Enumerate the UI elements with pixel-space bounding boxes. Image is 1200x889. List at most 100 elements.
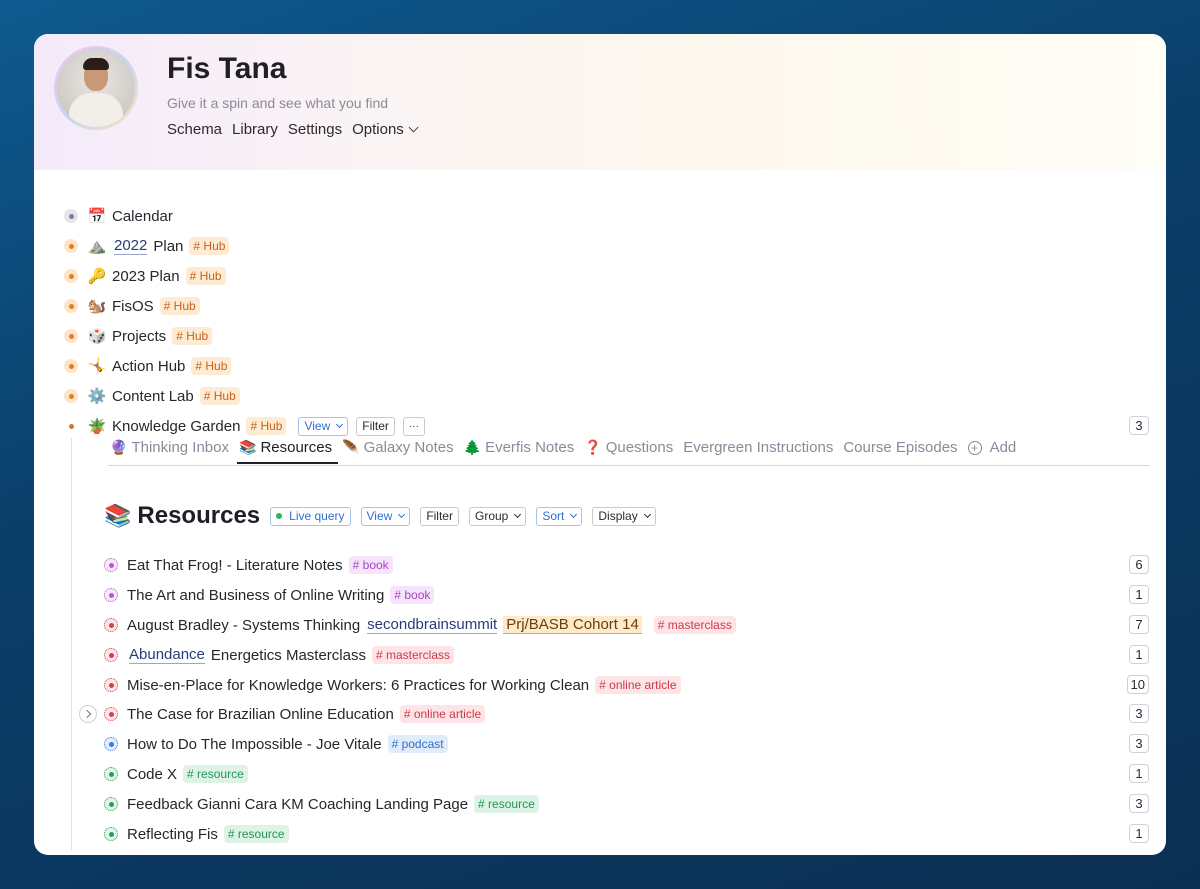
display-button[interactable]: Display xyxy=(592,506,656,526)
bullet-icon[interactable] xyxy=(64,419,78,433)
item-count[interactable]: 1 xyxy=(1129,585,1149,604)
list-item[interactable]: Feedback Gianni Cara KM Coaching Landing… xyxy=(104,792,539,816)
tag-resource[interactable]: # resource xyxy=(474,795,539,813)
item-count[interactable]: 10 xyxy=(1126,675,1149,694)
tab-course-episodes[interactable]: Course Episodes xyxy=(843,439,958,456)
item-count[interactable]: 1 xyxy=(1129,824,1149,843)
list-item[interactable]: August Bradley - Systems Thinking second… xyxy=(104,613,736,637)
item-label[interactable]: The Art and Business of Online Writing xyxy=(127,586,385,604)
bullet-icon[interactable] xyxy=(64,209,78,223)
list-item[interactable]: Code X # resource xyxy=(104,762,248,786)
tab-everfis-notes[interactable]: 🌲Everfis Notes xyxy=(463,439,575,456)
list-item[interactable]: Abundance Energetics Masterclass # maste… xyxy=(104,643,454,667)
bullet-icon[interactable] xyxy=(104,827,118,841)
node-label[interactable]: FisOS xyxy=(112,297,154,315)
tab-galaxy-notes[interactable]: 🪶Galaxy Notes xyxy=(342,439,454,456)
view-button[interactable]: View xyxy=(298,416,349,436)
live-query-button[interactable]: Live query xyxy=(270,506,351,526)
node-calendar[interactable]: 📅 Calendar xyxy=(64,204,173,228)
bullet-icon[interactable] xyxy=(104,678,118,692)
bullet-icon[interactable] xyxy=(104,767,118,781)
bullet-icon[interactable] xyxy=(104,558,118,572)
item-label[interactable]: Feedback Gianni Cara KM Coaching Landing… xyxy=(127,795,469,813)
node-label[interactable]: Projects xyxy=(112,327,167,345)
tag-hub[interactable]: # Hub xyxy=(159,297,200,315)
tag-hub[interactable]: # Hub xyxy=(246,417,287,435)
bullet-icon[interactable] xyxy=(64,269,78,283)
nav-options[interactable]: Options xyxy=(352,121,419,138)
item-label[interactable]: The Case for Brazilian Online Education xyxy=(127,705,394,723)
tag-masterclass[interactable]: # masterclass xyxy=(653,616,736,634)
item-label[interactable]: Code X xyxy=(127,765,178,783)
nav-settings[interactable]: Settings xyxy=(287,121,343,138)
bullet-icon[interactable] xyxy=(64,389,78,403)
more-options-button[interactable]: ··· xyxy=(402,416,425,436)
tab-resources[interactable]: 📚Resources xyxy=(237,439,339,464)
child-count[interactable]: 3 xyxy=(1129,416,1149,435)
node-knowledge-garden[interactable]: 🪴 Knowledge Garden # Hub View Filter ··· xyxy=(64,414,425,438)
node-content-lab[interactable]: ⚙️ Content Lab # Hub xyxy=(64,384,240,408)
bullet-icon[interactable] xyxy=(104,737,118,751)
list-item[interactable]: How to Do The Impossible - Joe Vitale # … xyxy=(104,732,448,756)
bullet-icon[interactable] xyxy=(104,588,118,602)
node-label[interactable]: Knowledge Garden xyxy=(112,417,241,435)
list-item[interactable]: Mise-en-Place for Knowledge Workers: 6 P… xyxy=(104,673,681,697)
list-item[interactable]: Reflecting Fis # resource xyxy=(104,822,289,846)
node-label[interactable]: Plan xyxy=(153,237,184,255)
tab-add[interactable]: +Add xyxy=(966,439,1023,462)
item-label[interactable]: How to Do The Impossible - Joe Vitale xyxy=(127,735,382,753)
node-action-hub[interactable]: 🤸 Action Hub # Hub xyxy=(64,354,232,378)
item-count[interactable]: 1 xyxy=(1129,645,1149,664)
bullet-icon[interactable] xyxy=(64,359,78,373)
nav-library[interactable]: Library xyxy=(232,121,278,138)
list-item[interactable]: Eat That Frog! - Literature Notes # book xyxy=(104,553,393,577)
inline-link[interactable]: Abundance xyxy=(129,646,205,664)
item-count[interactable]: 7 xyxy=(1129,615,1149,634)
item-count[interactable]: 3 xyxy=(1129,794,1149,813)
group-button[interactable]: Group xyxy=(468,506,527,526)
tag-hub[interactable]: # Hub xyxy=(199,387,240,405)
node-label[interactable]: Action Hub xyxy=(112,357,186,375)
bullet-icon[interactable] xyxy=(104,707,118,721)
tag-online-article[interactable]: # online article xyxy=(399,705,486,723)
bullet-icon[interactable] xyxy=(104,797,118,811)
tag-book[interactable]: # book xyxy=(348,556,393,574)
list-item[interactable]: The Art and Business of Online Writing #… xyxy=(104,583,435,607)
list-item[interactable]: The Case for Brazilian Online Education … xyxy=(104,702,486,726)
inline-reference[interactable]: Prj/BASB Cohort 14 xyxy=(503,616,642,634)
node-2023-plan[interactable]: 🔑 2023 Plan # Hub xyxy=(64,264,226,288)
node-label[interactable]: Calendar xyxy=(112,207,173,225)
tag-online-article[interactable]: # online article xyxy=(595,676,681,694)
node-projects[interactable]: 🎲 Projects # Hub xyxy=(64,324,213,348)
node-link-2022[interactable]: 2022 xyxy=(114,237,148,255)
filter-button[interactable]: Filter xyxy=(420,506,459,526)
tag-masterclass[interactable]: # masterclass xyxy=(371,646,454,664)
tag-hub[interactable]: # Hub xyxy=(189,237,230,255)
node-label[interactable]: 2023 Plan xyxy=(112,267,180,285)
bullet-icon[interactable] xyxy=(104,618,118,632)
avatar[interactable] xyxy=(54,46,138,130)
bullet-icon[interactable] xyxy=(104,648,118,662)
bullet-icon[interactable] xyxy=(64,299,78,313)
tag-hub[interactable]: # Hub xyxy=(185,267,226,285)
item-count[interactable]: 3 xyxy=(1129,704,1149,723)
node-label[interactable]: Content Lab xyxy=(112,387,194,405)
tag-podcast[interactable]: # podcast xyxy=(387,735,448,753)
tag-resource[interactable]: # resource xyxy=(183,765,248,783)
item-count[interactable]: 6 xyxy=(1129,555,1149,574)
tag-hub[interactable]: # Hub xyxy=(191,357,232,375)
inline-link[interactable]: secondbrainsummit xyxy=(367,616,498,634)
expand-toggle-icon[interactable] xyxy=(79,705,97,723)
sort-button[interactable]: Sort xyxy=(536,506,583,526)
tab-evergreen-instructions[interactable]: Evergreen Instructions xyxy=(683,439,834,456)
item-label[interactable]: Energetics Masterclass xyxy=(210,646,366,664)
bullet-icon[interactable] xyxy=(64,329,78,343)
view-button[interactable]: View xyxy=(360,506,411,526)
tag-book[interactable]: # book xyxy=(390,586,435,604)
tab-thinking-inbox[interactable]: 🔮Thinking Inbox xyxy=(110,439,229,456)
nav-schema[interactable]: Schema xyxy=(167,121,223,138)
item-count[interactable]: 1 xyxy=(1129,764,1149,783)
item-label[interactable]: Eat That Frog! - Literature Notes xyxy=(127,556,343,574)
filter-button[interactable]: Filter xyxy=(356,416,395,436)
node-fisos[interactable]: 🐿️ FisOS # Hub xyxy=(64,294,200,318)
